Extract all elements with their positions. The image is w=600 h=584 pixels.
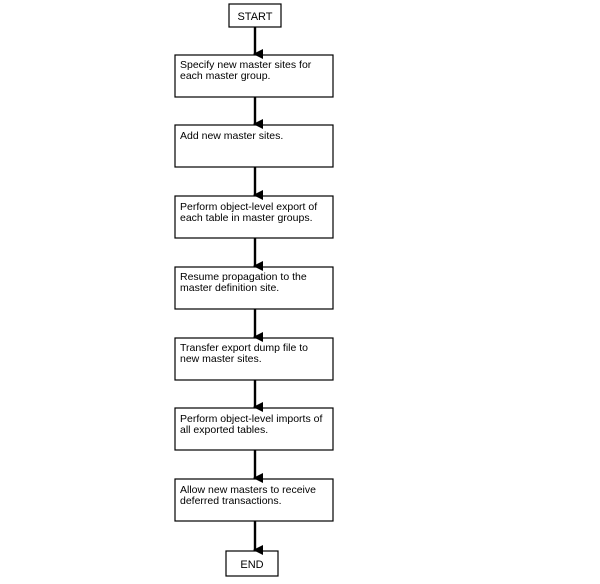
step-box	[174, 478, 334, 522]
step-1-line-1: Specify new master sites for	[180, 59, 312, 71]
step-4-line-2: master definition site.	[180, 282, 279, 294]
step-box	[174, 337, 334, 381]
step-6-line-2: all exported tables.	[180, 424, 268, 436]
end-label: END	[240, 559, 263, 571]
step-box	[174, 54, 334, 98]
step-5: Transfer export dump file to new master …	[174, 337, 334, 381]
step-3: Perform object-level export of each tabl…	[174, 195, 334, 239]
step-7-line-1: Allow new masters to receive	[180, 484, 316, 496]
end-box	[225, 550, 279, 577]
step-box	[174, 124, 334, 168]
step-box	[174, 407, 334, 451]
step-6-line-1: Perform object-level imports of	[180, 413, 322, 425]
step-4: Resume propagation to the master definit…	[174, 266, 334, 310]
step-7-line-2: deferred transactions.	[180, 495, 282, 507]
step-box	[174, 266, 334, 310]
step-5-line-1: Transfer export dump file to	[180, 342, 308, 354]
start-label: START	[237, 11, 272, 23]
step-1: Specify new master sites for each master…	[174, 54, 334, 98]
step-1-line-2: each master group.	[180, 70, 270, 82]
step-5-line-2: new master sites.	[180, 353, 262, 365]
end-node: END	[225, 550, 279, 577]
step-6: Perform object-level imports of all expo…	[174, 407, 334, 451]
step-3-line-2: each table in master groups.	[180, 212, 313, 224]
start-node: START	[228, 3, 282, 28]
step-4-line-1: Resume propagation to the	[180, 271, 307, 283]
step-7: Allow new masters to receive deferred tr…	[174, 478, 334, 522]
step-3-line-1: Perform object-level export of	[180, 201, 317, 213]
step-2: Add new master sites.	[174, 124, 334, 168]
step-2-line-1: Add new master sites.	[180, 130, 283, 142]
